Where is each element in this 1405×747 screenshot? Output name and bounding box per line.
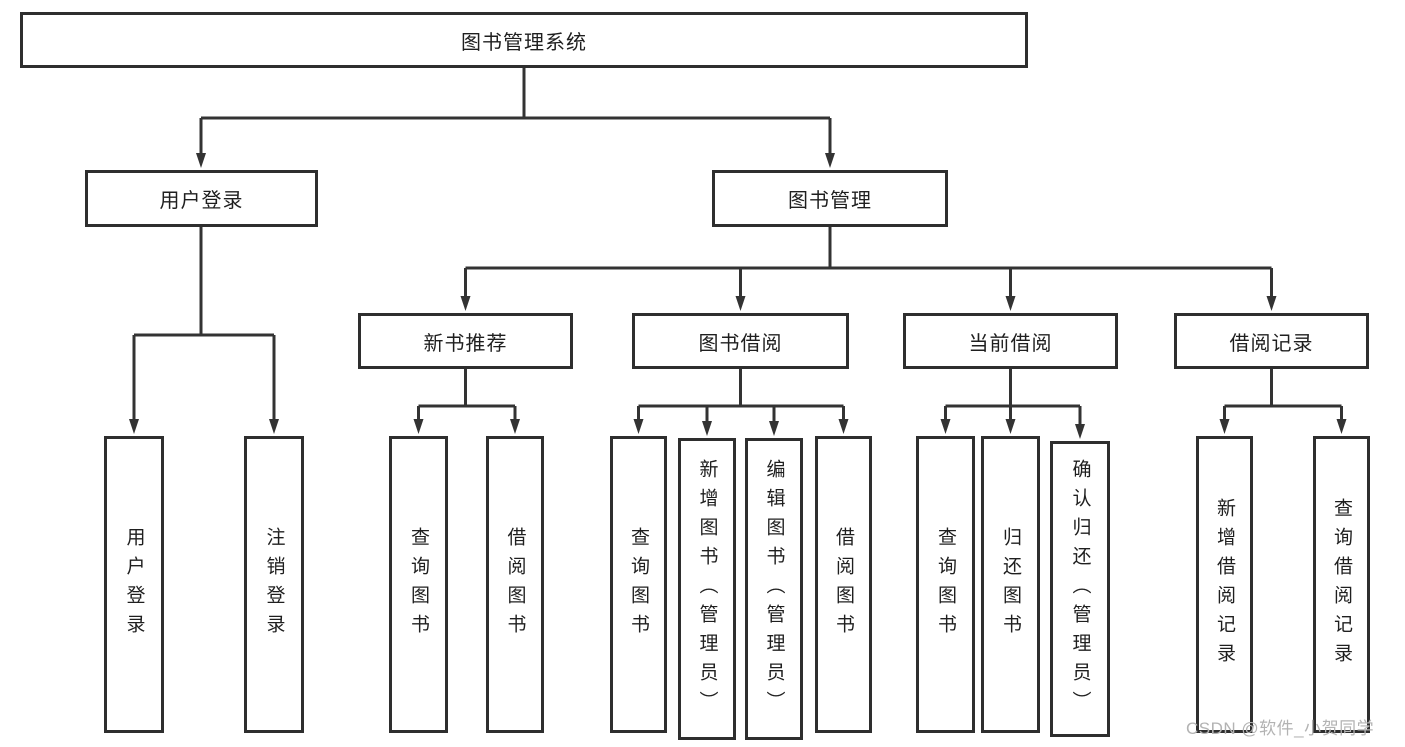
node-borrow-records: 借阅记录 <box>1174 313 1369 369</box>
node-current-borrowing-label: 当前借阅 <box>968 332 1053 355</box>
node-user-login-label: 用户登录 <box>159 190 244 212</box>
leaf-query-books-3: 查询图书 <box>916 436 975 733</box>
leaf-add-borrow-record-label: 新增借阅记录 <box>1214 497 1235 672</box>
leaf-query-books-2-label: 查询图书 <box>628 526 649 643</box>
node-user-login: 用户登录 <box>85 170 318 227</box>
csdn-watermark: CSDN @软件_小贺同学 <box>1186 719 1375 738</box>
leaf-query-books-1-label: 查询图书 <box>408 526 429 643</box>
leaf-borrow-books-2: 借阅图书 <box>815 436 872 733</box>
leaf-return-book-label: 归还图书 <box>1000 526 1021 643</box>
arrowheads <box>129 153 1347 439</box>
leaf-logout: 注销登录 <box>244 436 304 733</box>
leaf-borrow-books-2-label: 借阅图书 <box>833 526 854 643</box>
leaf-query-books-3-label: 查询图书 <box>935 526 956 643</box>
edge-current-borrow-fork <box>944 369 1082 426</box>
leaf-query-borrow-record-label: 查询借阅记录 <box>1331 497 1352 672</box>
node-book-borrowing: 图书借阅 <box>632 313 849 369</box>
edge-book-borrow-fork <box>637 369 845 423</box>
leaf-edit-book-admin-label: 编辑图书（管理员） <box>763 458 785 720</box>
leaf-edit-book-admin: 编辑图书（管理员） <box>745 438 803 740</box>
leaf-add-book-admin-label: 新增图书（管理员） <box>696 458 718 720</box>
node-borrow-records-label: 借阅记录 <box>1229 332 1314 355</box>
leaf-user-login-label: 用户登录 <box>123 526 145 643</box>
edge-user-login-fork <box>132 227 276 421</box>
node-current-borrowing: 当前借阅 <box>903 313 1118 369</box>
node-book-borrowing-label: 图书借阅 <box>698 332 783 355</box>
leaf-user-login: 用户登录 <box>104 436 164 733</box>
leaf-query-books-2: 查询图书 <box>610 436 667 733</box>
leaf-borrow-books-1: 借阅图书 <box>486 436 544 733</box>
node-root-label: 图书管理系统 <box>461 31 587 54</box>
node-book-management-label: 图书管理 <box>788 190 872 212</box>
node-root: 图书管理系统 <box>20 12 1028 68</box>
leaf-add-book-admin: 新增图书（管理员） <box>678 438 736 740</box>
node-new-book-recommend: 新书推荐 <box>358 313 573 369</box>
leaf-query-borrow-record: 查询借阅记录 <box>1313 436 1370 733</box>
edge-book-management-fork <box>464 227 1273 298</box>
leaf-return-book: 归还图书 <box>981 436 1040 733</box>
edge-borrow-records-fork <box>1223 369 1343 421</box>
leaf-confirm-return-admin: 确认归还（管理员） <box>1050 441 1110 737</box>
leaf-query-books-1: 查询图书 <box>389 436 448 733</box>
edge-root-fork <box>199 68 832 155</box>
leaf-logout-label: 注销登录 <box>263 526 285 643</box>
edge-new-books-fork <box>417 369 517 421</box>
leaf-add-borrow-record: 新增借阅记录 <box>1196 436 1253 733</box>
node-book-management: 图书管理 <box>712 170 948 227</box>
leaf-borrow-books-1-label: 借阅图书 <box>504 526 526 643</box>
node-new-book-recommend-label: 新书推荐 <box>423 332 508 355</box>
leaf-confirm-return-admin-label: 确认归还（管理员） <box>1069 458 1091 720</box>
